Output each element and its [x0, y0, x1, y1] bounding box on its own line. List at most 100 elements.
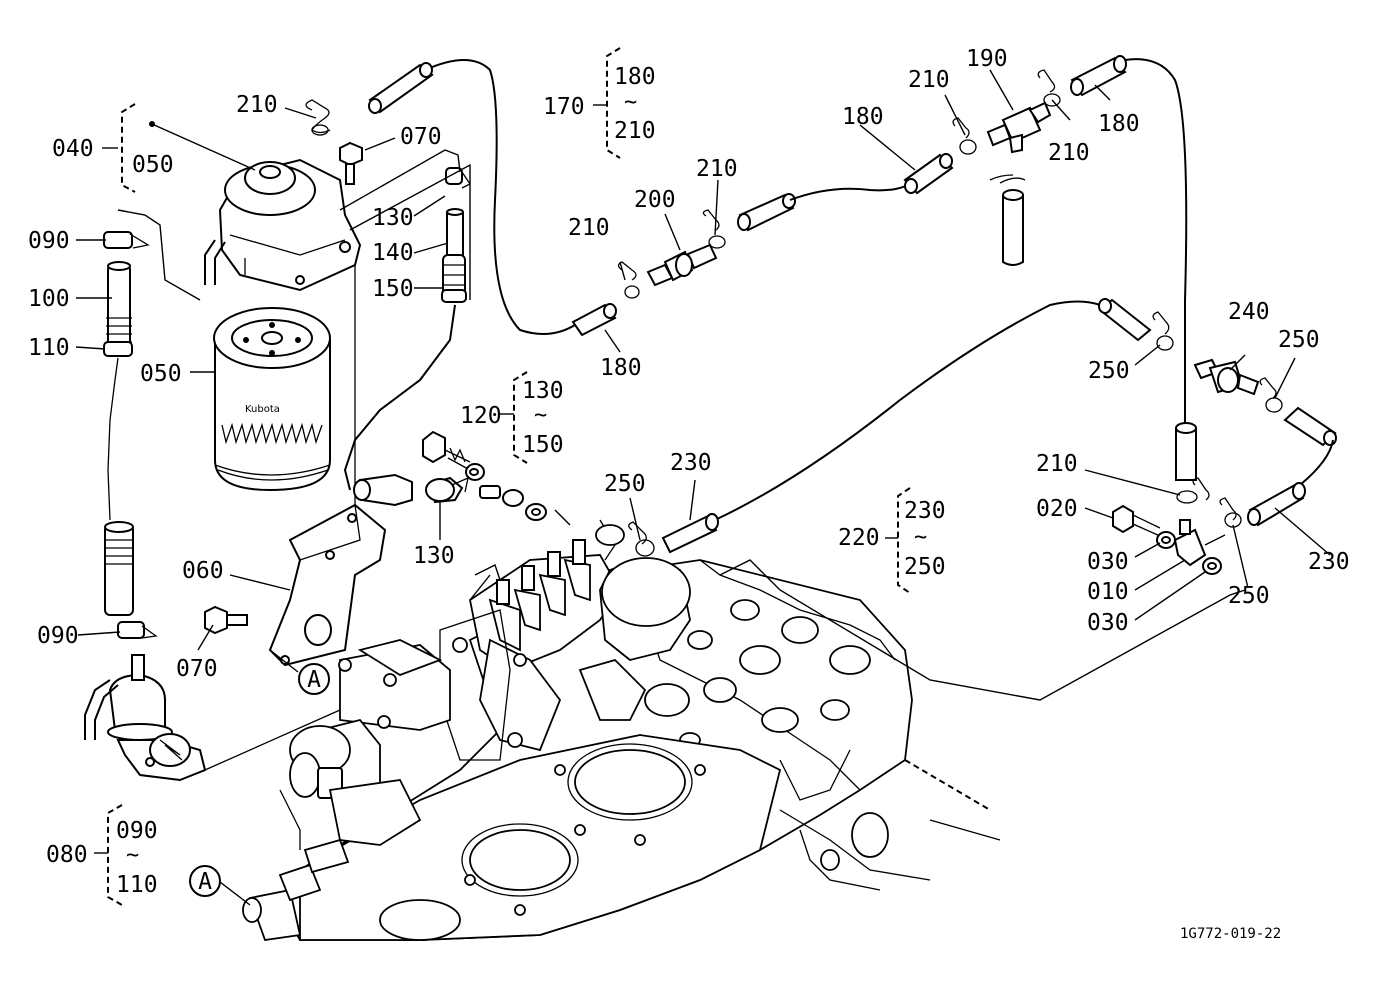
hose-cap	[353, 473, 413, 507]
fuel-filter-cartridge: Kubota	[213, 307, 331, 492]
overflow-line	[714, 300, 1101, 521]
label-120-tilde: ~	[534, 403, 547, 428]
clip-210-e	[1037, 69, 1061, 107]
clip-210-c	[702, 209, 726, 249]
hose-230-middle	[661, 513, 719, 554]
label-040: 040	[52, 136, 94, 162]
hose-upper-210	[368, 62, 434, 114]
label-180-c: 180	[1098, 111, 1140, 137]
label-210-b: 210	[568, 215, 610, 241]
label-070-b: 070	[176, 656, 218, 682]
hose-230-right	[1283, 406, 1337, 447]
label-020: 020	[1036, 496, 1078, 522]
bracket-060	[268, 503, 387, 667]
callout-a-lower-letter: A	[198, 869, 212, 895]
label-250-c: 250	[1278, 327, 1320, 353]
label-080: 080	[46, 842, 88, 868]
hose-vertical-190	[989, 174, 1026, 266]
clip-250-b	[1152, 311, 1174, 351]
label-220-to: 250	[904, 554, 946, 580]
label-110: 110	[28, 335, 70, 361]
label-170: 170	[543, 94, 585, 120]
hose-180-top-right	[1070, 55, 1127, 97]
label-210-f: 210	[1036, 451, 1078, 477]
fuel-line-top	[424, 59, 576, 335]
clamp-130	[425, 476, 469, 502]
bolt-070-lower	[204, 605, 248, 635]
label-080-tilde: ~	[126, 843, 139, 868]
label-180-b: 180	[842, 104, 884, 130]
governor-housing	[279, 639, 451, 850]
hose-230-lower-right	[1247, 482, 1306, 527]
brace-220	[897, 487, 911, 594]
banjo-fitting-010	[1112, 504, 1226, 575]
fuel-feed-pump	[84, 654, 341, 782]
hose-180-upper	[903, 153, 954, 195]
label-070-a: 070	[400, 124, 442, 150]
label-030-b: 030	[1087, 610, 1129, 636]
bolt-070-upper	[339, 141, 363, 185]
tee-joint-190	[986, 101, 1052, 154]
label-180-a: 180	[600, 355, 642, 381]
fuel-line-right	[1124, 58, 1188, 425]
label-120: 120	[460, 403, 502, 429]
clip-210-a	[305, 99, 331, 136]
hose-140	[441, 167, 471, 303]
hose-180-segment	[737, 193, 796, 232]
drawing-number: 1G772-019-22	[1180, 926, 1281, 942]
brace-170	[606, 47, 621, 159]
label-220: 220	[838, 525, 880, 551]
hose-180-middle	[571, 303, 617, 337]
hose-250-upper	[1098, 298, 1152, 342]
callout-a-upper-letter: A	[307, 667, 321, 693]
label-250-d: 250	[1228, 583, 1270, 609]
clip-250-c	[1259, 377, 1283, 413]
callout-a-upper: A	[269, 649, 330, 695]
label-130-b: 130	[413, 543, 455, 569]
label-220-from: 230	[904, 498, 946, 524]
label-080-from: 090	[116, 818, 158, 844]
check-valve-200	[646, 243, 718, 287]
label-090-b: 090	[37, 623, 79, 649]
brace-040	[121, 103, 136, 193]
label-190: 190	[966, 46, 1008, 72]
label-010: 010	[1087, 579, 1129, 605]
return-pipe-150	[343, 304, 456, 491]
clip-210-b	[617, 261, 640, 299]
label-050: 050	[140, 361, 182, 387]
label-080-to: 110	[116, 872, 158, 898]
part-labels: 040 050 210 070 130 140 150 090 100 110 …	[28, 46, 1350, 898]
hose-vertical-right	[1175, 422, 1197, 481]
label-230-a: 230	[670, 450, 712, 476]
clip-210-f	[1176, 477, 1210, 504]
label-170-from: 180	[614, 64, 656, 90]
label-250-b: 250	[1088, 358, 1130, 384]
valve-240	[1193, 358, 1260, 396]
brace-120	[513, 371, 528, 464]
hose-lower-left	[104, 521, 158, 639]
label-210-c: 210	[696, 156, 738, 182]
label-120-to: 150	[522, 432, 564, 458]
clip-250-a	[628, 521, 655, 557]
label-100: 100	[28, 286, 70, 312]
label-200: 200	[634, 187, 676, 213]
overflow-line-right	[1299, 439, 1334, 486]
fuel-line-middle	[789, 181, 913, 201]
engine-cylinder-head	[242, 559, 1001, 941]
label-220-tilde: ~	[914, 525, 927, 550]
callout-a-lower: A	[189, 865, 251, 906]
filter-brand-text: Kubota	[245, 404, 280, 415]
label-250-a: 250	[604, 471, 646, 497]
clip-250-d	[1219, 497, 1242, 528]
label-150: 150	[372, 276, 414, 302]
leader-lines	[75, 69, 1331, 651]
label-230-b: 230	[1308, 549, 1350, 575]
label-210-a: 210	[236, 92, 278, 118]
clip-210-d	[952, 117, 977, 155]
label-210-d: 210	[908, 67, 950, 93]
label-170-tilde: ~	[624, 90, 637, 115]
label-170-to: 210	[614, 118, 656, 144]
label-240: 240	[1228, 299, 1270, 325]
label-090-a: 090	[28, 228, 70, 254]
